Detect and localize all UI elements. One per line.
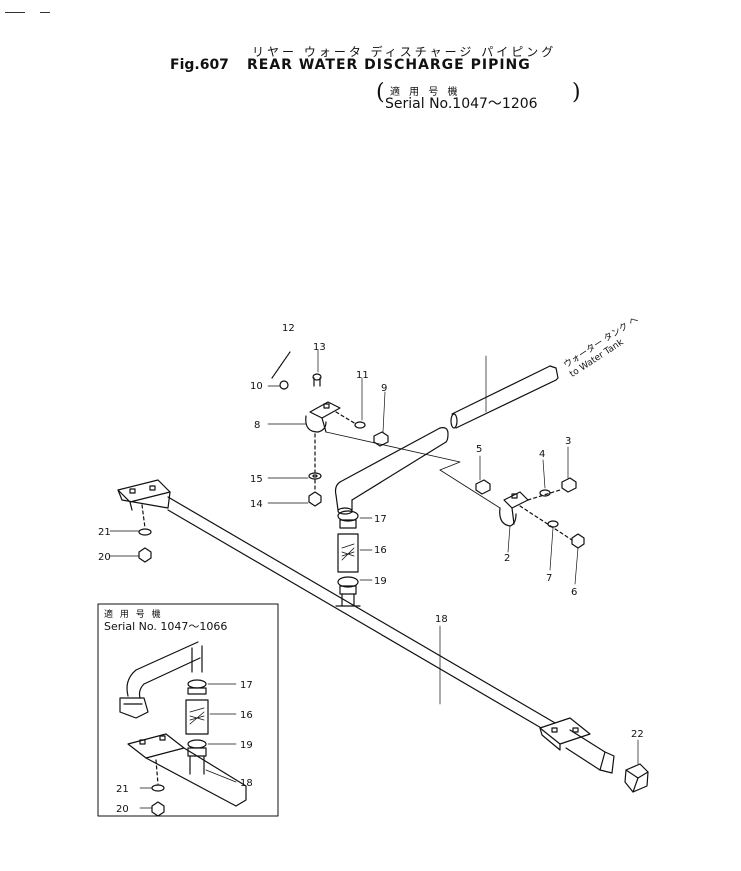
callout-4: 4 [539, 449, 545, 460]
figure-number: Fig.607 [170, 57, 229, 73]
washer-nut-15-14 [308, 433, 322, 507]
inset-callout-18: 18 [240, 778, 253, 789]
japanese-title: リヤー ウォータ ディスチャージ パイピング [252, 45, 557, 59]
callout-19: 19 [374, 576, 387, 587]
inset-japanese-label: 適 用 号 機 [104, 610, 163, 620]
corner-mark-mid [40, 12, 50, 13]
leader-lines [109, 349, 639, 765]
callout-8: 8 [254, 420, 260, 431]
inset-callout-21: 21 [116, 784, 129, 795]
inset-callout-17: 17 [240, 680, 253, 691]
bolt-washer-11-9 [325, 411, 461, 471]
callout-9: 9 [381, 383, 387, 394]
callout-3: 3 [565, 436, 571, 447]
inset-callout-20: 20 [116, 804, 129, 815]
callout-21: 21 [98, 527, 111, 538]
inset-serial-range: Serial No. 1047～1066 [104, 620, 228, 633]
callout-11: 11 [356, 370, 369, 381]
callout-13: 13 [313, 342, 326, 353]
inset-leaders [139, 683, 237, 809]
elbow-pipe [334, 427, 449, 515]
callout-15: 15 [250, 474, 263, 485]
inset-frame [97, 603, 279, 817]
long-pipe-18 [117, 479, 615, 774]
corner-mark-left [5, 12, 25, 13]
callout-2: 2 [504, 553, 510, 564]
inset-callout-19: 19 [240, 740, 253, 751]
callout-14: 14 [250, 499, 263, 510]
open-paren: ( [376, 80, 385, 105]
figure-title: REAR WATER DISCHARGE PIPING [247, 57, 531, 73]
callout-5: 5 [476, 444, 482, 455]
nut-22 [624, 763, 649, 793]
callout-22: 22 [631, 729, 644, 740]
inset-callout-16: 16 [240, 710, 253, 721]
callout-16: 16 [374, 545, 387, 556]
upper-tube [450, 365, 559, 429]
inset-diagram [119, 641, 247, 817]
callout-10: 10 [250, 381, 263, 392]
callout-18: 18 [435, 614, 448, 625]
japanese-applicable-label: 適 用 号 機 [390, 87, 461, 98]
callout-6: 6 [571, 587, 577, 598]
hose-assembly [335, 510, 361, 607]
callout-20: 20 [98, 552, 111, 563]
close-paren: ) [572, 80, 581, 105]
callout-17: 17 [374, 514, 387, 525]
clamp-2 [439, 469, 585, 549]
washer-nut-21-20 [138, 504, 152, 563]
tank-note-japanese: ウォーター タンク へ [562, 314, 641, 370]
callout-7: 7 [546, 573, 552, 584]
serial-range: Serial No.1047～1206 [385, 96, 538, 112]
callout-12: 12 [282, 323, 295, 334]
clamp-8 [271, 351, 341, 433]
